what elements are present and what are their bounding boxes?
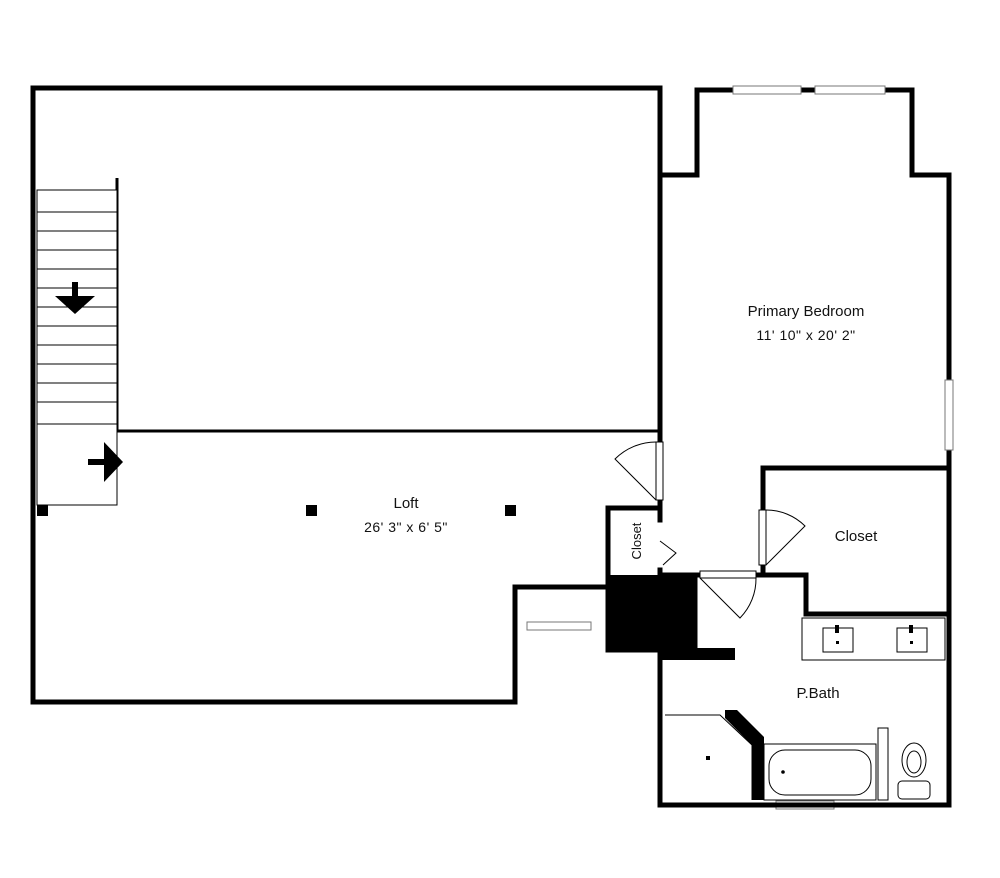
door-bedroom <box>614 441 664 501</box>
vanity <box>801 617 946 661</box>
loft-name: Loft <box>393 495 419 512</box>
loft-walls <box>30 85 663 705</box>
room-labels: Primary Bedroom 11' 10" x 20' 2" Loft 26… <box>364 303 878 702</box>
loft-dims: 26' 3" x 6' 5" <box>364 519 448 535</box>
bath-walls <box>657 572 952 808</box>
shower <box>665 710 764 800</box>
sink-left-icon <box>822 625 854 653</box>
closet-main-name: Closet <box>835 528 878 545</box>
bathtub-icon <box>763 727 889 801</box>
chimney-block <box>608 575 735 660</box>
primary-bedroom-name: Primary Bedroom <box>748 303 865 320</box>
door-closet-main <box>758 509 806 566</box>
bath-name: P.Bath <box>796 685 839 702</box>
primary-bedroom-dims: 11' 10" x 20' 2" <box>756 327 855 343</box>
window-loft <box>526 621 592 631</box>
arrow-down-icon <box>55 282 95 314</box>
stair-treads <box>37 211 117 425</box>
open-to-below-outline <box>115 178 660 433</box>
windows <box>526 85 954 810</box>
arrow-right-icon <box>88 442 123 482</box>
window-top-right <box>814 85 886 95</box>
door-bath <box>699 570 757 619</box>
window-right <box>944 379 954 451</box>
toilet-icon <box>897 742 931 800</box>
door-closet-small <box>659 540 677 566</box>
closet-small-name: Closet <box>629 522 644 559</box>
doors <box>614 441 806 619</box>
stairs <box>36 189 123 506</box>
column-markers <box>37 505 516 516</box>
window-top-left <box>732 85 802 95</box>
sink-right-icon <box>896 625 928 653</box>
